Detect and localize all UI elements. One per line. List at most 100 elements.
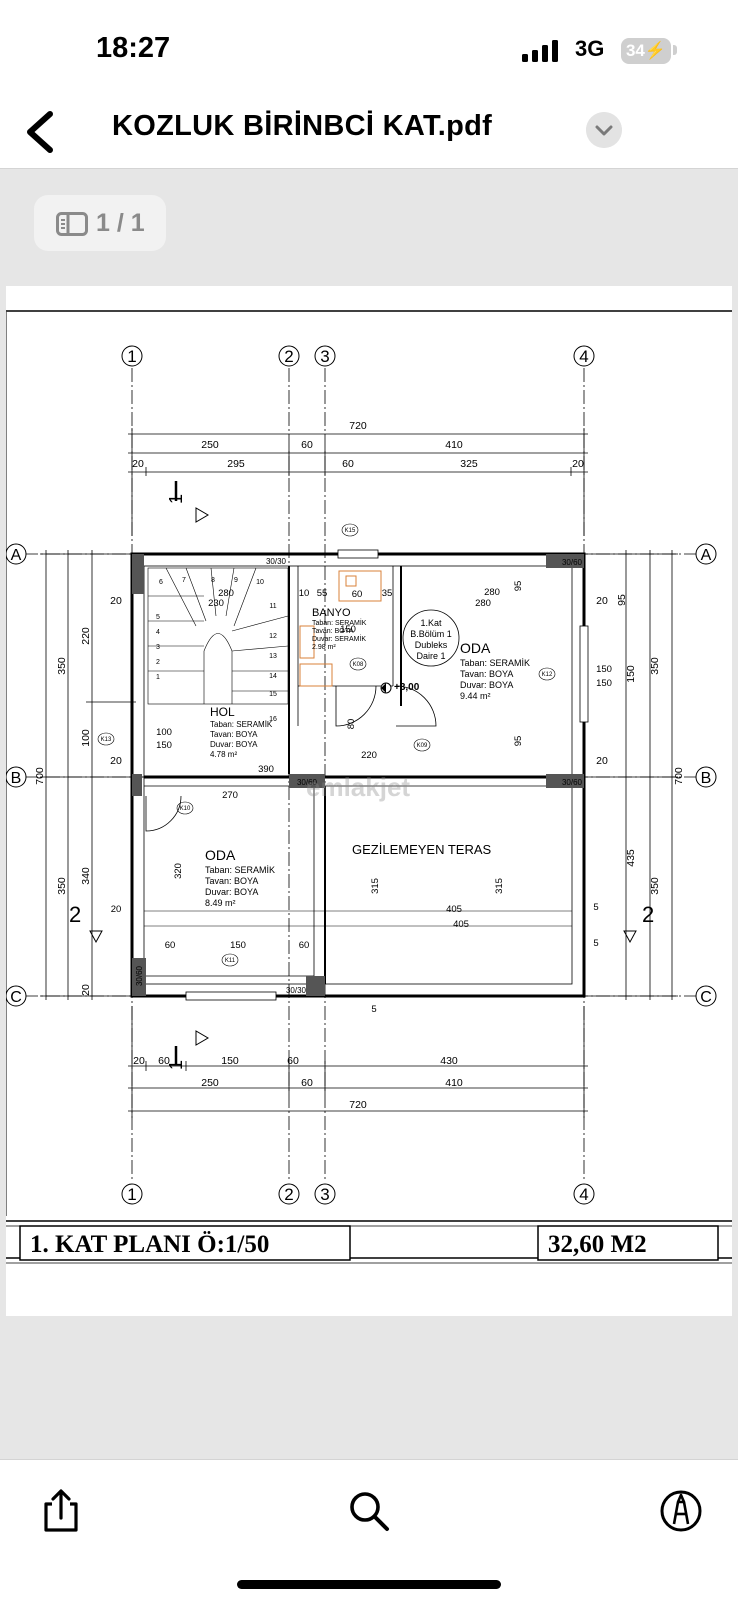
room-floor: Taban: SERAMİK <box>210 720 273 729</box>
grid-label: 1 <box>127 1185 136 1204</box>
dims-top <box>128 428 588 536</box>
window-tag: K12 <box>542 672 553 678</box>
room-oda-2: ODA Taban: SERAMİK Tavan: BOYA Duvar: BO… <box>205 847 275 908</box>
stair-step: 14 <box>269 673 277 680</box>
chevron-down-icon <box>595 125 613 136</box>
dim-label: 250 <box>201 439 219 451</box>
stair-step: 10 <box>256 579 264 586</box>
elevation-mark: +3,00 <box>380 682 420 694</box>
dim-label: 250 <box>201 1077 219 1089</box>
dim-label: 95 <box>513 736 524 747</box>
dim-label: 315 <box>370 878 381 894</box>
dim-label: 60 <box>299 940 310 951</box>
room-ceiling: Tavan: BOYA <box>312 628 354 635</box>
back-button[interactable] <box>18 104 62 160</box>
dim-label: 60 <box>158 1055 170 1067</box>
room-wall: Duvar: SERAMİK <box>312 634 366 643</box>
grid-label: 4 <box>579 347 588 366</box>
room-name: BANYO <box>312 607 351 619</box>
grid-label: B <box>701 770 712 787</box>
stair-step: 2 <box>156 659 160 666</box>
dim-label: 10 <box>299 588 310 599</box>
dim-label: 100 <box>156 727 172 738</box>
dim-label: 20 <box>596 755 608 767</box>
dim-label: 700 <box>673 767 685 785</box>
window-tags: K15 K13 K12 K11 K10 K08 K09 <box>97 523 556 967</box>
page-indicator[interactable]: 1 / 1 <box>34 195 166 251</box>
dim-label: 150 <box>221 1055 239 1067</box>
dim-label: 35 <box>382 588 393 599</box>
stair-numbers: 1 2 3 4 5 6 7 8 9 10 11 12 13 14 15 16 <box>156 577 277 723</box>
dim-label: 95 <box>616 594 628 606</box>
section-label: 1 <box>166 1060 186 1070</box>
grid-label: B <box>11 770 22 787</box>
room-area: 8.49 m² <box>205 898 236 908</box>
window-tag: K09 <box>417 743 428 749</box>
dim-label: 150 <box>340 624 356 635</box>
stair-step: 11 <box>269 603 276 610</box>
home-indicator[interactable] <box>237 1580 501 1589</box>
grid-label: 3 <box>320 1185 329 1204</box>
dim-label: 60 <box>352 589 363 600</box>
room-area: 9.44 m² <box>460 691 491 701</box>
windows <box>185 549 589 1001</box>
search-icon[interactable] <box>344 1486 394 1536</box>
interior-dims: 280 230 55 60 35 280 280 150 10 390 270 … <box>111 557 612 1015</box>
back-chevron-icon <box>27 111 53 153</box>
dim-label: 320 <box>173 863 184 879</box>
dim-label: 20 <box>572 458 584 470</box>
dim-label: 60 <box>342 458 354 470</box>
title-menu-button[interactable] <box>586 112 622 148</box>
stair-step: 9 <box>234 577 238 584</box>
dim-label: 30/60 <box>562 558 583 567</box>
dim-label: 325 <box>460 458 478 470</box>
dim-label: 720 <box>349 420 367 432</box>
grid-bubbles-side: A B C A B C <box>6 543 717 1007</box>
stair-step: 4 <box>156 629 160 636</box>
dim-label: 405 <box>453 919 469 930</box>
window-tag: K10 <box>180 806 191 812</box>
share-icon[interactable] <box>36 1486 86 1536</box>
window-tag: K15 <box>345 528 356 534</box>
dim-label: 30/30 <box>286 986 307 995</box>
room-ceiling: Tavan: BOYA <box>460 669 513 679</box>
nav-bar: KOZLUK BİRİNBCİ KAT.pdf <box>0 96 738 169</box>
bottom-toolbar <box>0 1459 738 1601</box>
terrace-label: GEZİLEMEYEN TERAS <box>352 842 492 857</box>
stair-step: 13 <box>269 653 277 660</box>
unit-line: B.Bölüm 1 <box>410 629 452 639</box>
grid-label: 4 <box>579 1185 588 1204</box>
room-ceiling: Tavan: BOYA <box>205 876 258 886</box>
dim-label: 150 <box>156 740 172 751</box>
section-label: 2 <box>69 902 81 927</box>
room-floor: Taban: SERAMİK <box>460 658 530 668</box>
dim-label: 150 <box>596 664 612 675</box>
stair <box>147 567 289 705</box>
grid-label: A <box>11 547 22 564</box>
unit-line: 1.Kat <box>420 618 442 628</box>
dim-label: 435 <box>625 849 637 867</box>
signal-icon <box>522 40 558 62</box>
grid-label: 3 <box>320 347 329 366</box>
room-wall: Duvar: BOYA <box>460 680 513 690</box>
dim-label: 60 <box>287 1055 299 1067</box>
document-title[interactable]: KOZLUK BİRİNBCİ KAT.pdf <box>112 110 493 142</box>
watermark: emlakjet <box>306 772 410 802</box>
dim-label: 80 <box>346 719 357 730</box>
section-label: 2 <box>642 902 654 927</box>
dim-label: 150 <box>230 940 246 951</box>
grid-label: 2 <box>284 347 293 366</box>
section-markers: 1 1 2 2 <box>69 481 654 1070</box>
network-type: 3G <box>575 36 605 61</box>
stair-step: 15 <box>269 691 277 698</box>
dim-label: 220 <box>361 750 377 761</box>
window-tag: K11 <box>225 958 236 964</box>
pdf-viewer[interactable]: 1 / 1 1 2 <box>0 169 738 1459</box>
markup-icon[interactable] <box>656 1486 706 1536</box>
dim-label: 295 <box>227 458 245 470</box>
dim-label: 340 <box>80 867 92 885</box>
grid-bubbles-top: 1 2 3 4 <box>121 345 595 367</box>
watermark-text: emlakjet <box>306 772 410 802</box>
unit-line: Daire 1 <box>416 651 445 661</box>
room-ceiling: Tavan: BOYA <box>210 730 258 739</box>
